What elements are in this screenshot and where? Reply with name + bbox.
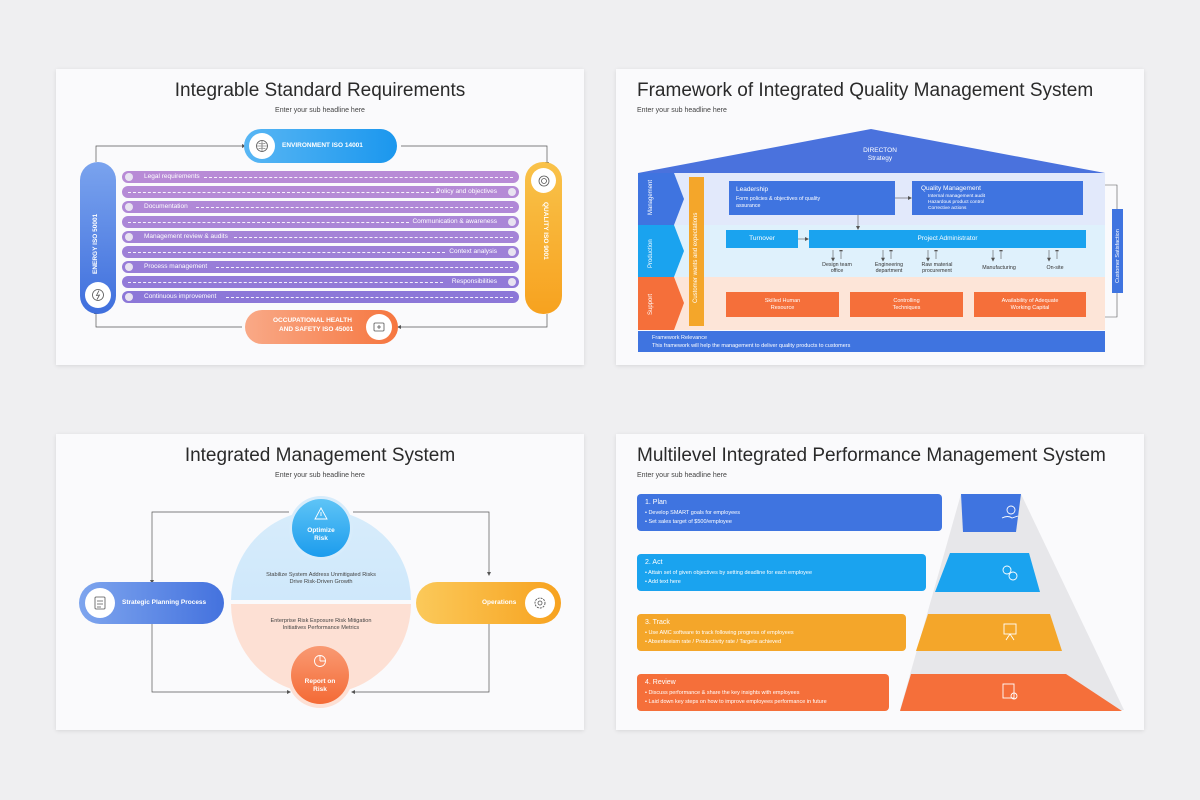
planning-icon: [85, 588, 115, 618]
gear-icon: [525, 588, 555, 618]
customer-wants-bar: Customer wants and expectations: [689, 177, 704, 326]
pie-chart-icon: [314, 655, 326, 667]
roof-line-2: Strategy: [867, 155, 893, 162]
gears-check-icon: [1002, 565, 1018, 581]
level-review-bar[interactable]: 4. Review • Discuss performance & share …: [637, 674, 889, 711]
department-label-2: procurement: [922, 268, 952, 274]
leadership-box[interactable]: Leadership Form policies & objectives of…: [729, 181, 895, 215]
customer-satisfaction-bar: Customer Satisfaction: [1112, 209, 1123, 293]
slide-integrated-management-system[interactable]: Integrated Management System Enter your …: [56, 434, 584, 730]
slide-title: Framework of Integrated Quality Manageme…: [637, 80, 1094, 101]
support-box-hr[interactable]: Skilled Human Resource: [726, 292, 839, 317]
operations-pill[interactable]: Operations: [416, 582, 561, 624]
side-label-support: Support: [648, 293, 654, 315]
quality-management-box[interactable]: Quality Management Internal management a…: [912, 181, 1083, 215]
energy-pillar[interactable]: ENERGY ISO 50001: [80, 162, 116, 314]
row-documentation[interactable]: Documentation: [122, 201, 519, 213]
top-half-text-2: Drive Risk-Driven Growth: [289, 579, 353, 585]
department-label-2: office: [830, 268, 844, 274]
row-legal-requirements[interactable]: Legal requirements: [122, 171, 519, 183]
department-label: On-site: [1046, 265, 1064, 271]
slide-subtitle: Enter your sub headline here: [275, 107, 365, 114]
slide-title: Integrable Standard Requirements: [174, 80, 466, 101]
department-label: Engineering: [874, 262, 904, 268]
ohs-icon: [366, 314, 392, 340]
arrow-right: [798, 237, 809, 241]
environment-label: ENVIRONMENT ISO 14001: [282, 142, 363, 149]
support-box-capital[interactable]: Availability of Adequate Working Capital: [974, 292, 1086, 317]
row-context-analysis[interactable]: Context analysis: [122, 246, 519, 258]
arrow-down: [856, 215, 860, 230]
row-management-review[interactable]: Management review & audits: [122, 231, 519, 243]
quality-pillar[interactable]: QUALITY ISO 9001: [525, 162, 562, 314]
slide-integrable-standard-requirements[interactable]: Integrable Standard Requirements Enter y…: [56, 69, 584, 365]
gear-hand-icon: [1001, 505, 1019, 519]
slide-multilevel-performance[interactable]: Multilevel Integrated Performance Manage…: [616, 434, 1144, 730]
department-arrows: [831, 250, 1059, 262]
project-administrator-box[interactable]: Project Administrator: [809, 230, 1086, 248]
optimize-risk-node[interactable]: Optimize Risk: [289, 496, 353, 560]
quality-label: QUALITY ISO 9001: [542, 202, 549, 260]
connector-lines: [94, 144, 549, 329]
top-half-text-1: Stabilize System Address Unmitigated Ris…: [266, 572, 376, 578]
warning-icon: [314, 507, 328, 520]
strategic-planning-pill[interactable]: Strategic Planning Process: [79, 582, 224, 624]
roof-line-1: DIRECTON: [863, 147, 897, 154]
energy-label: ENERGY ISO 50001: [92, 213, 99, 274]
ohs-label-1: OCCUPATIONAL HEALTH: [273, 317, 352, 324]
framework-relevance-bar: Framework Relevance This framework will …: [638, 331, 1105, 352]
row-responsibilities[interactable]: Responsibilities: [122, 276, 519, 288]
turnover-box[interactable]: Turnover: [726, 230, 798, 248]
review-document-icon: [1002, 683, 1018, 700]
environment-icon: [249, 133, 275, 159]
slide-framework-qms[interactable]: Framework of Integrated Quality Manageme…: [616, 69, 1144, 365]
bottom-half-text-1: Enterprise Risk Exposure Risk Mitigation: [270, 618, 372, 624]
slide-subtitle: Enter your sub headline here: [637, 107, 727, 114]
environment-pill[interactable]: ENVIRONMENT ISO 14001: [244, 129, 397, 163]
slide-title: Integrated Management System: [184, 445, 456, 466]
row-communication-awareness[interactable]: Communication & awareness: [122, 216, 519, 228]
row-continuous-improvement[interactable]: Continuous improvement: [122, 291, 519, 303]
tracking-board-icon: [1003, 623, 1017, 641]
side-label-management: Management: [648, 179, 654, 215]
support-box-controlling[interactable]: Controlling Techniques: [850, 292, 963, 317]
ohs-pill[interactable]: OCCUPATIONAL HEALTH AND SAFETY ISO 45001: [245, 310, 398, 344]
bottom-half-text-2: Initiatives Performance Metrics: [282, 625, 360, 631]
side-label-production: Production: [648, 239, 654, 268]
department-label: Design team: [822, 262, 852, 268]
side-arrows: [638, 173, 684, 330]
ohs-label-2: AND SAFETY ISO 45001: [279, 326, 354, 333]
department-label: Manufacturing: [982, 265, 1016, 271]
department-label: Raw material: [921, 262, 953, 268]
quality-icon: [531, 168, 556, 193]
pyramid: [900, 494, 1124, 711]
slide-title: Multilevel Integrated Performance Manage…: [637, 445, 1106, 466]
report-risk-node[interactable]: Report on Risk: [287, 642, 353, 708]
arrow-right: [895, 196, 912, 200]
energy-icon: [85, 282, 111, 308]
slide-subtitle: Enter your sub headline here: [637, 472, 727, 479]
department-label-2: department: [875, 268, 903, 274]
row-process-management[interactable]: Process management: [122, 261, 519, 273]
slide-subtitle: Enter your sub headline here: [275, 472, 365, 479]
level-act-bar[interactable]: 2. Act • Attain set of given objectives …: [637, 554, 926, 591]
level-track-bar[interactable]: 3. Track • Use AMC software to track fol…: [637, 614, 906, 651]
row-policy-objectives[interactable]: Policy and objectives: [122, 186, 519, 198]
level-plan-bar[interactable]: 1. Plan • Develop SMART goals for employ…: [637, 494, 942, 531]
